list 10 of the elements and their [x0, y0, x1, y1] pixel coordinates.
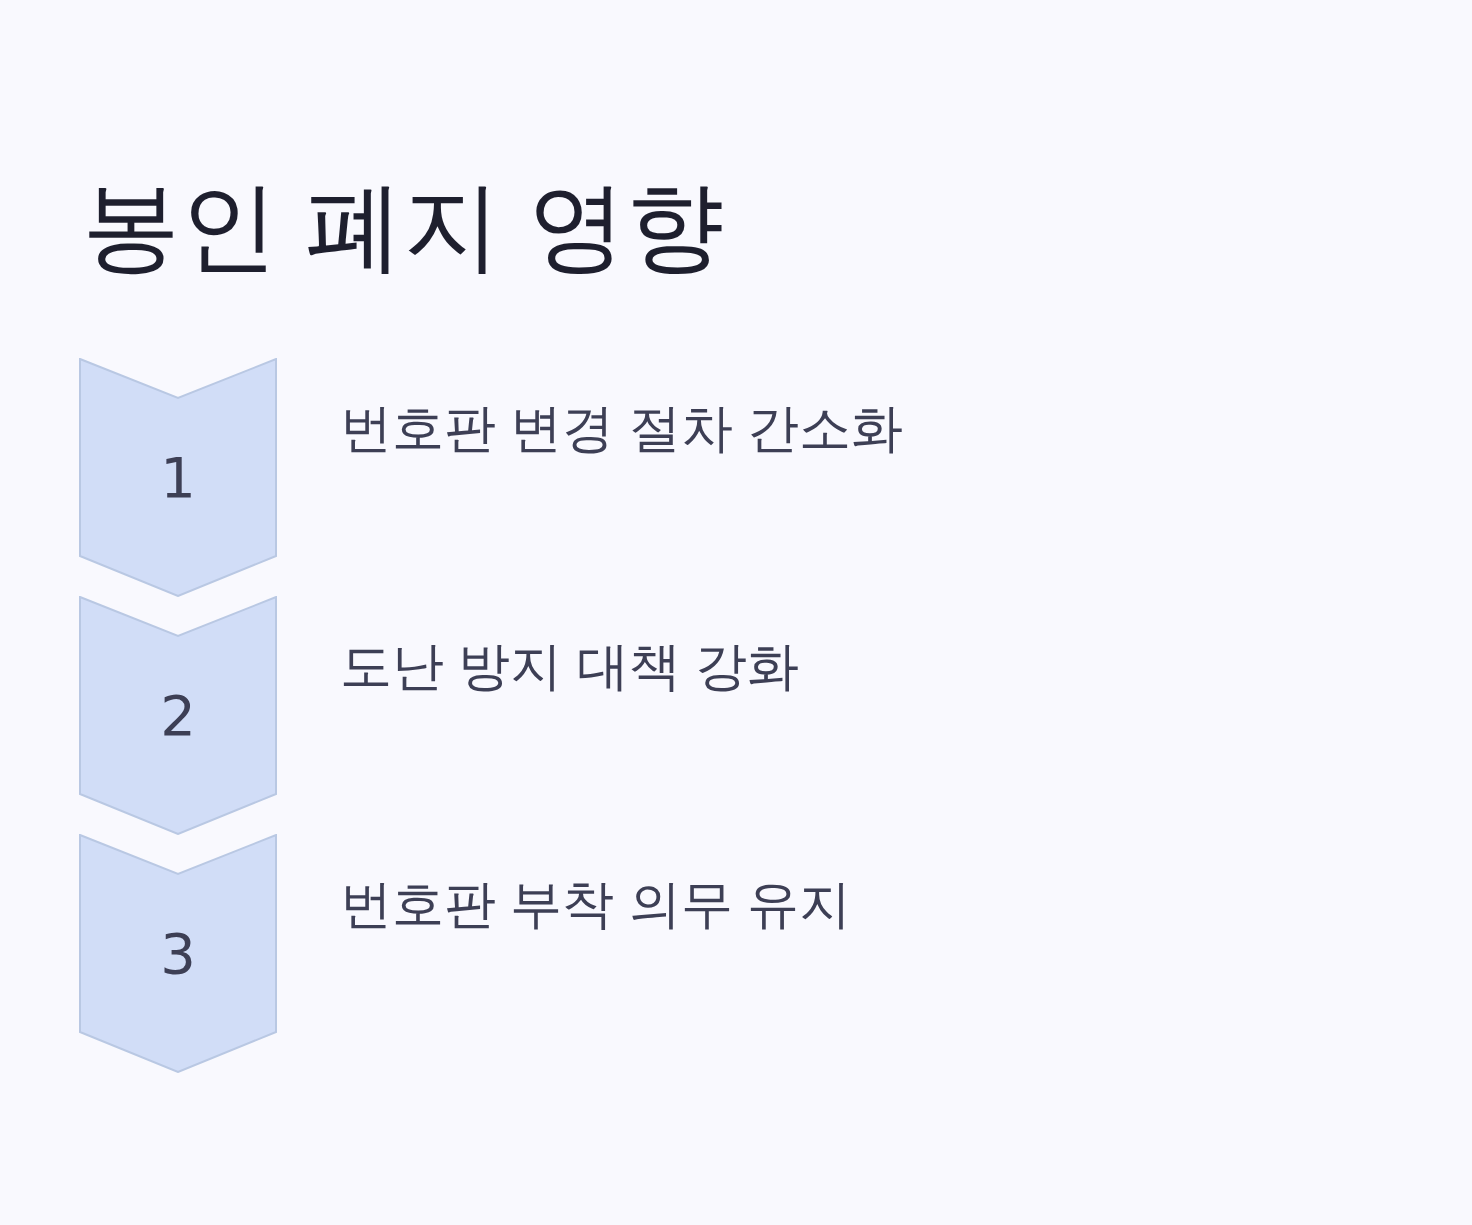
step-text: 번호판 변경 절차 간소화 — [340, 398, 904, 459]
step-number: 3 — [159, 925, 197, 982]
step-text: 도난 방지 대책 강화 — [340, 636, 800, 697]
step-text: 번호판 부착 의무 유지 — [340, 874, 852, 935]
chevron-shape — [79, 834, 277, 1073]
chevron-shape — [79, 358, 277, 597]
title: 봉인 폐지 영향 — [82, 170, 725, 283]
chevron-shape — [79, 596, 277, 835]
step-number: 2 — [159, 687, 197, 744]
step-number: 1 — [159, 449, 197, 506]
